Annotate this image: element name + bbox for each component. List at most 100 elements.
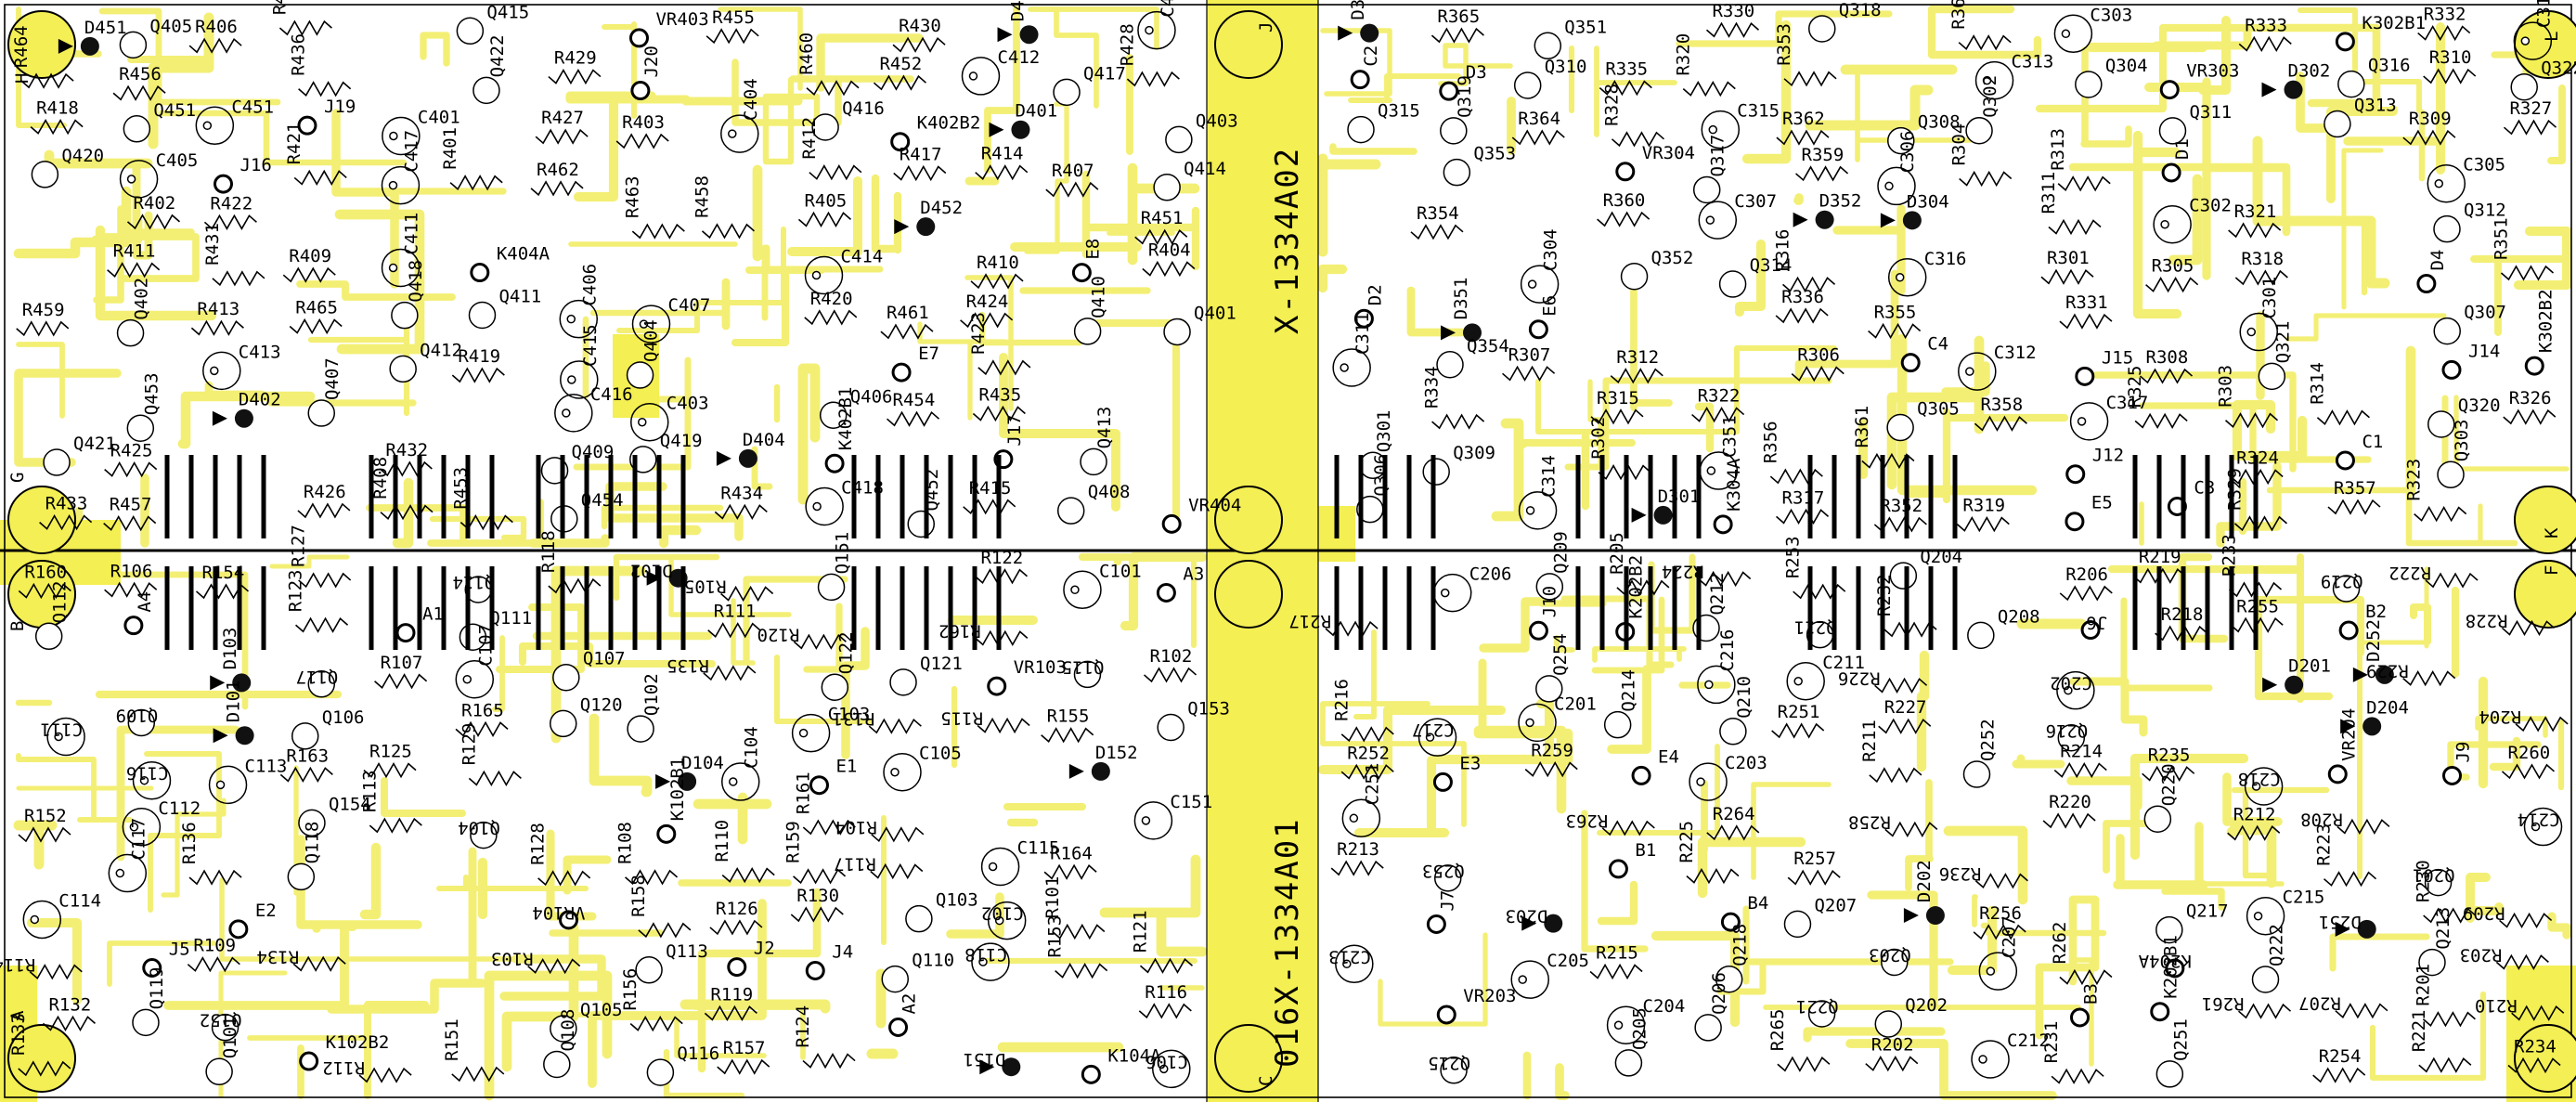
part-label: Q114 <box>453 572 496 592</box>
part-label: R317 <box>1782 487 1825 508</box>
copper-trace <box>946 892 1004 939</box>
resistor-symbol <box>809 164 862 181</box>
transistor-body <box>819 401 848 430</box>
part-label: R312 <box>1616 347 1659 368</box>
capacitor-outline <box>2239 312 2278 352</box>
component-r325 <box>2134 412 2188 429</box>
part-label: C207 <box>1999 915 2019 958</box>
part-label: R265 <box>1767 1009 1788 1052</box>
part-label: K302B1 <box>2362 13 2426 33</box>
capacitor-outline <box>1877 166 1916 206</box>
component-c312 <box>1958 352 1997 391</box>
transistor-body <box>2258 362 2286 391</box>
component-c118 <box>971 942 1010 981</box>
transistor-body <box>291 722 319 750</box>
copper-trace <box>331 109 399 289</box>
part-label: R218 <box>2161 604 2204 625</box>
part-label: D201 <box>2288 656 2331 677</box>
copper-trace <box>2222 772 2283 826</box>
component-r459 <box>16 320 70 337</box>
part-label: R336 <box>1781 287 1824 307</box>
part-label: Q319 <box>1455 75 1475 118</box>
resistor-symbol <box>1706 824 1760 841</box>
resistor-symbol <box>1431 413 1485 430</box>
component-c216 <box>1697 665 1736 705</box>
component-q220 <box>2143 805 2172 833</box>
component-vr204 <box>2327 764 2348 784</box>
resistor-symbol <box>2500 265 2555 281</box>
resistor-symbol <box>717 1058 770 1075</box>
part-label: R322 <box>1698 386 1741 407</box>
resistor-symbol <box>548 577 602 594</box>
part-label: R315 <box>1597 388 1639 408</box>
resistor-symbol <box>615 133 669 149</box>
transistor-body <box>389 355 417 383</box>
component-r462 <box>530 180 584 197</box>
transistor-body <box>468 301 497 330</box>
part-label: K <box>2542 527 2562 538</box>
part-label: R413 <box>197 299 239 319</box>
resistor-symbol <box>1611 131 1664 148</box>
part-label: R356 <box>1760 421 1780 463</box>
part-label: R255 <box>2236 596 2279 616</box>
component-c215 <box>2246 896 2285 936</box>
part-label: R422 <box>210 193 252 214</box>
component-r317 <box>1776 508 1830 525</box>
part-label: A1 <box>422 604 444 625</box>
part-label: C218 <box>2238 769 2281 789</box>
capacitor-outline <box>559 299 599 339</box>
component-k202b1 <box>2150 1002 2170 1022</box>
component-r224 <box>1698 570 1752 588</box>
part-label: K202B2 <box>1626 555 1647 619</box>
component-c317 <box>2069 402 2109 441</box>
component-r102 <box>1143 667 1197 683</box>
component-r158 <box>638 922 692 939</box>
component-k104a <box>1081 1064 1101 1084</box>
part-label: Q421 <box>73 434 116 454</box>
part-label: R461 <box>887 303 929 323</box>
part-label: R408 <box>370 457 391 499</box>
part-label: D251 <box>2319 912 2362 932</box>
resistor-symbol <box>1340 763 1394 780</box>
transistor-body <box>2158 117 2187 145</box>
component-r132 <box>42 1015 96 1032</box>
copper-trace <box>841 627 870 759</box>
capacitor-outline <box>1520 265 1560 304</box>
copper-trace <box>1896 333 2038 496</box>
component-q318 <box>1808 15 1836 43</box>
part-label: E5 <box>2091 493 2113 513</box>
part-label: R165 <box>461 700 504 720</box>
diode-symbol <box>989 122 1004 137</box>
resistor-symbol <box>2233 515 2288 532</box>
transistor-body <box>1056 497 1085 525</box>
component-q305 <box>1886 413 1914 442</box>
component-c2 <box>1350 70 1370 90</box>
copper-trace <box>218 970 288 1098</box>
transistor-body <box>34 622 63 651</box>
part-label: R107 <box>381 653 423 673</box>
copper-trace <box>573 357 692 471</box>
resistor-symbol <box>1682 81 1736 97</box>
component-e1 <box>809 775 829 796</box>
component-q116 <box>646 1058 675 1086</box>
component-q221 <box>1807 1000 1836 1028</box>
copper-trace <box>2254 595 2365 701</box>
component-c207 <box>1978 952 2018 991</box>
component-c306 <box>1877 166 1916 206</box>
part-label: Q201 <box>2413 865 2455 886</box>
diode-symbol <box>894 219 910 235</box>
component-c301 <box>2239 312 2278 352</box>
part-label: VR304 <box>1642 143 1695 163</box>
copper-trace <box>546 829 597 921</box>
part-label: Q318 <box>1839 0 1882 20</box>
part-label: R310 <box>2429 47 2472 68</box>
component-d302 <box>2261 80 2303 99</box>
copper-trace <box>2144 16 2231 95</box>
part-label: R305 <box>2152 256 2194 277</box>
test-point <box>1350 70 1370 90</box>
resistor-symbol <box>960 312 1014 329</box>
resistor-symbol <box>374 673 428 690</box>
component-q408 <box>1056 497 1085 525</box>
test-point <box>123 616 144 636</box>
test-point <box>1432 771 1453 792</box>
